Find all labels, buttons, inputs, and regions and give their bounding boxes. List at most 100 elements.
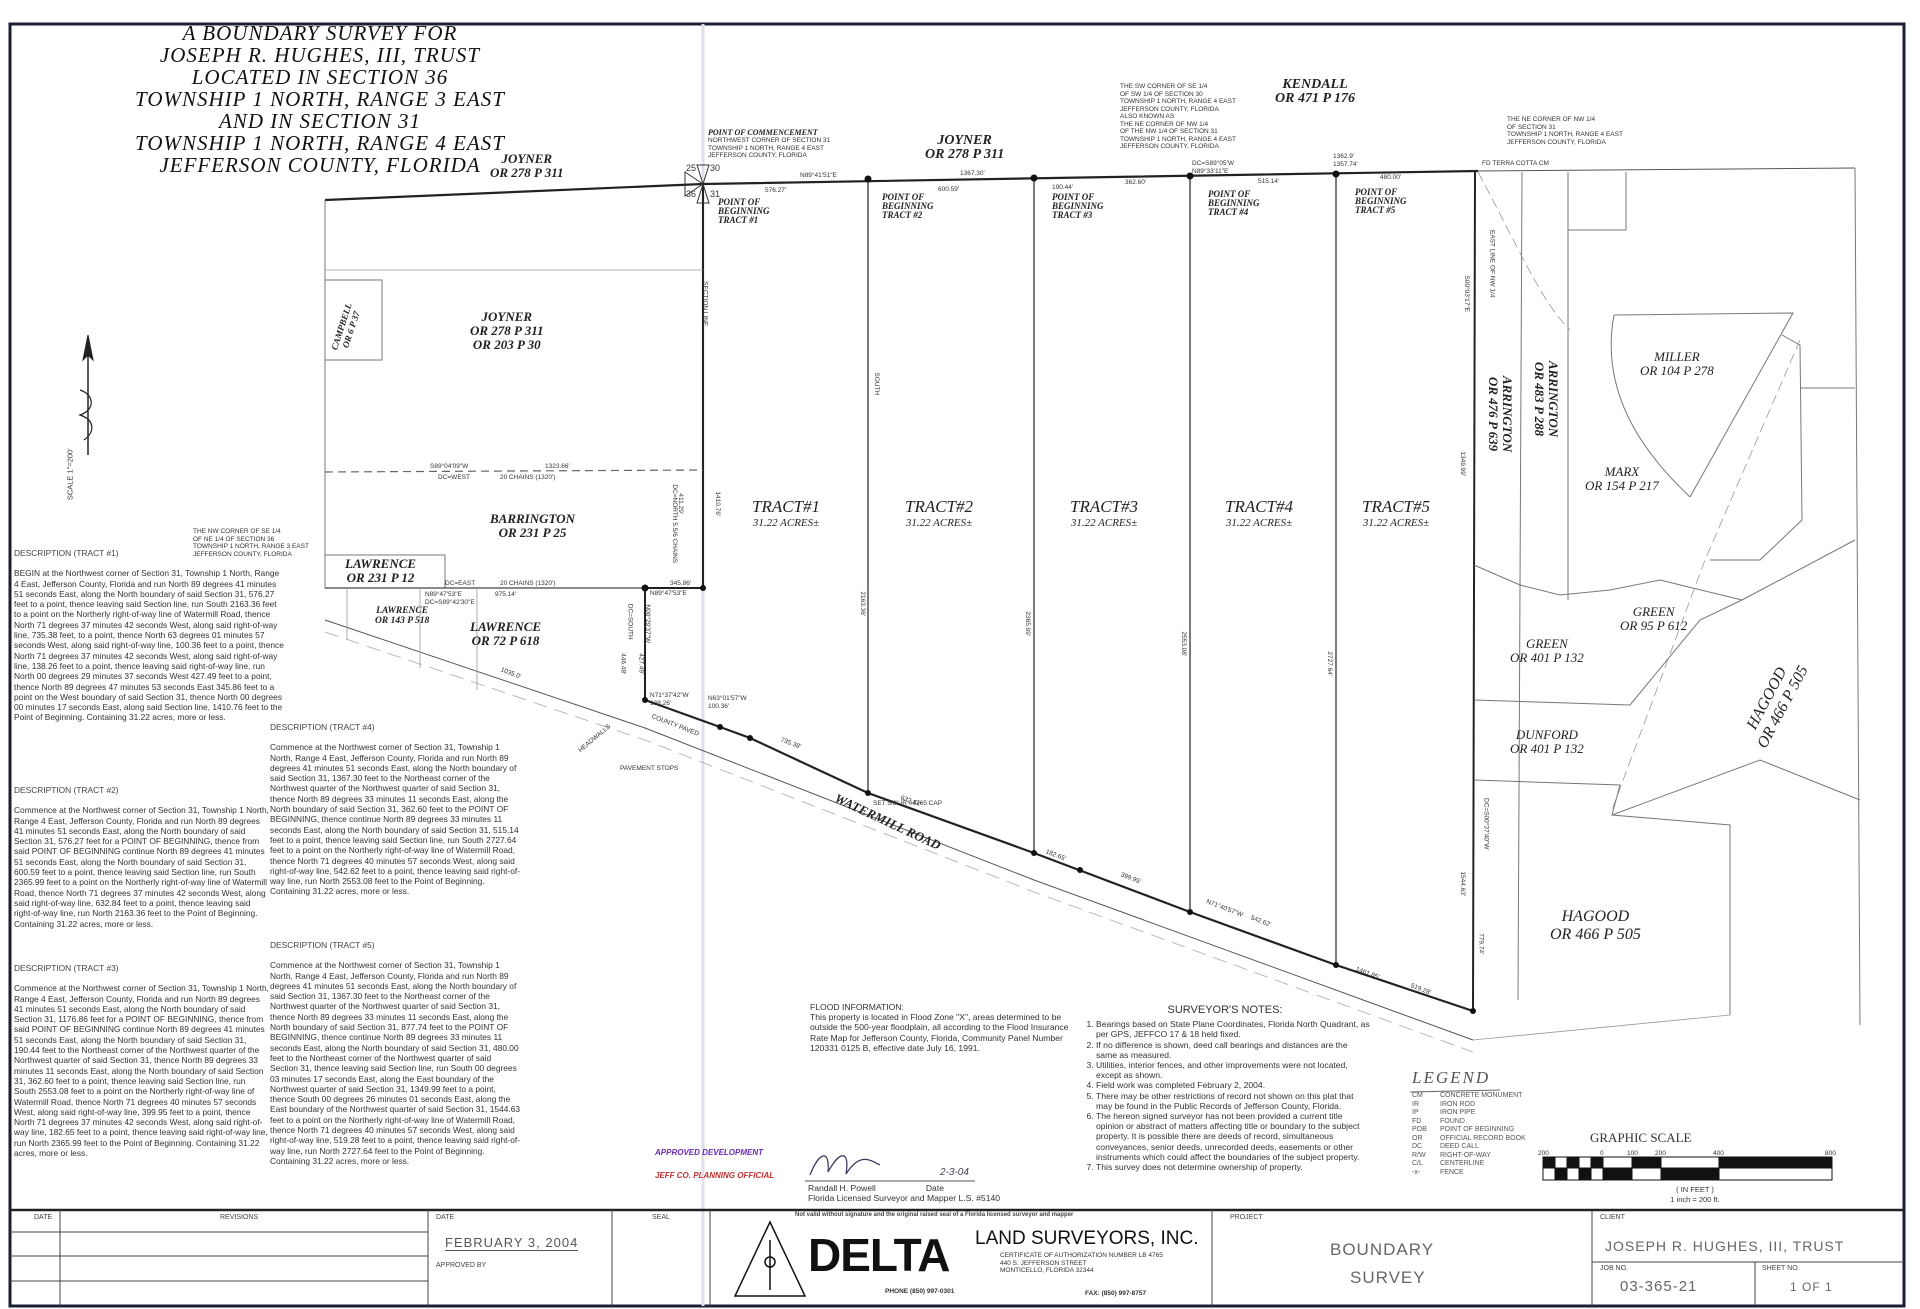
delta-logo-icon: [733, 1220, 807, 1297]
distance-label: 362.60': [1125, 179, 1147, 186]
parcel-line: [1472, 1014, 1731, 1041]
legend-underline: [1409, 1089, 1501, 1093]
legend-abbr: -x-: [1412, 1168, 1421, 1176]
legend-abbr: IR: [1412, 1100, 1419, 1108]
owner-name: HAGOOD: [1561, 908, 1630, 925]
owner-name: DUNFORD: [1515, 727, 1578, 742]
legend-abbr: R/W: [1412, 1151, 1426, 1159]
legend-abbr: DC: [1412, 1143, 1423, 1150]
bearing-label: DC=S89°05'W: [1192, 160, 1234, 167]
client-label: CLIENT: [1600, 1214, 1625, 1221]
distance-label: 138.26': [650, 699, 672, 707]
owner-ref: OR 278 P 311: [470, 323, 544, 338]
legend-meaning: FENCE: [1440, 1168, 1464, 1176]
owner-name: JOYNER: [501, 151, 553, 166]
parcel-line: [1710, 334, 1803, 561]
description-text: Commence at the Northwest corner of Sect…: [14, 805, 269, 929]
description-text: Commence at the Northwest corner of Sect…: [270, 742, 520, 897]
company-address: CERTIFICATE OF AUTHORIZATION NUMBER LB 4…: [1000, 1252, 1163, 1275]
owner-ref: OR 466 P 505: [1550, 926, 1641, 943]
callout-line: OF NE 1/4 OF SECTION 36: [193, 535, 275, 543]
owner-name: KENDALL: [1282, 77, 1348, 92]
distance-label: 2553.08': [1180, 631, 1188, 657]
owner-name: ARRINGTON: [1500, 375, 1516, 453]
deed-call-label: DC=EAST: [445, 580, 476, 587]
description-text: Commence at the Northwest corner of Sect…: [270, 960, 521, 1166]
legend-abbr: FD: [1412, 1117, 1422, 1125]
description-heading: DESCRIPTION (TRACT #2): [14, 785, 119, 795]
legend-meaning: CONCRETE MONUMENT: [1440, 1092, 1523, 1099]
deed-call-label: DC=WEST: [438, 474, 470, 481]
section-corner-symbol: [684, 164, 710, 204]
legend-meaning: IRON ROD: [1440, 1100, 1475, 1108]
callout-line: THE NW CORNER OF SE 1/4: [193, 528, 281, 535]
road-row-north-line: [644, 698, 1474, 1013]
project-name-line: SURVEY: [1350, 1268, 1426, 1287]
survey-title: A BOUNDARY SURVEY FOR JOSEPH R. HUGHES, …: [40, 22, 600, 176]
distance-label: 1357.74': [1333, 160, 1358, 168]
dirt-road: [1477, 171, 1571, 331]
pob-line: BEGINNING: [1052, 201, 1104, 211]
note-item: Utilities, interior fences, and other im…: [1096, 1060, 1370, 1080]
bearing-label: N89°41'51"E: [800, 172, 837, 179]
title-line: TOWNSHIP 1 NORTH, RANGE 3 EAST: [135, 87, 505, 111]
flood-heading: FLOOD INFORMATION:: [810, 1002, 904, 1012]
map-scale-label: SCALE 1"=200': [65, 448, 75, 501]
legend-abbr: IP: [1412, 1109, 1419, 1116]
scale-tick-label: 100: [1627, 1150, 1638, 1157]
job-number: 03-365-21: [1620, 1278, 1698, 1295]
scale-tick-label: 400: [1713, 1150, 1724, 1157]
section-number: 30: [710, 163, 721, 173]
deed-call-label: DC=SOUTH: [626, 603, 634, 640]
description-text: Commence at the Northwest corner of Sect…: [14, 983, 269, 1159]
company-phone: PHONE (850) 997-0301: [885, 1288, 955, 1295]
project-name-line: BOUNDARY: [1330, 1240, 1435, 1259]
owner-ref: OR 401 P 132: [1510, 650, 1584, 665]
stamp-line: APPROVED DEVELOPMENT: [655, 1148, 764, 1157]
owner-ref: OR 278 P 311: [490, 165, 564, 180]
bearing-label: N89°33'11"E: [1192, 167, 1229, 175]
sheet-number: 1 OF 1: [1790, 1280, 1833, 1294]
distance-label: 1410.76': [714, 491, 722, 517]
section-line-label: SECTION LINE: [701, 281, 709, 327]
company-fax: FAX: (850) 997-8757: [1085, 1290, 1147, 1297]
signature-date: 2-3-04: [940, 1167, 969, 1178]
address-line: MONTICELLO, FLORIDA 32344: [1000, 1267, 1094, 1274]
north-line-east: [1477, 167, 1856, 172]
callout-line: JEFFERSON COUNTY, FLORIDA: [1507, 138, 1606, 146]
pob-line: POINT OF: [882, 192, 925, 202]
parcel-line: [1610, 314, 1691, 498]
owner-ref: OR 471 P 176: [1275, 91, 1355, 106]
note-item: Bearings based on State Plane Coordinate…: [1096, 1019, 1370, 1039]
owner-name: BARRINGTON: [490, 511, 576, 526]
distance-label: 446.48': [619, 653, 627, 675]
description-heading: DESCRIPTION (TRACT #1): [14, 548, 119, 558]
distance-label: 427.49': [637, 653, 645, 675]
point-of-commencement-label: POINT OF COMMENCEMENT: [708, 128, 818, 137]
callout-line: ALSO KNOWN AS: [1120, 113, 1175, 120]
title-block-dividers: [10, 1210, 1904, 1306]
east-line-nw-quarter: [1472, 170, 1476, 1012]
legend-abbr: C/L: [1412, 1160, 1423, 1167]
note-item: If no difference is shown, deed call bea…: [1096, 1040, 1370, 1060]
callout-line: TOWNSHIP 1 NORTH, RANGE 4 EAST: [1120, 98, 1236, 105]
stamp-line: JEFF CO. PLANNING OFFICIAL: [655, 1171, 775, 1180]
owner-ref: OR 476 P 639: [1486, 376, 1502, 452]
tract-acres: 31.22 ACRES±: [905, 517, 973, 529]
scale-tick-label: 800: [1825, 1150, 1836, 1157]
road-row-south-line: [324, 619, 1474, 1041]
callout-line: JEFFERSON COUNTY, FLORIDA: [708, 152, 807, 159]
owner-ref: OR 154 P 217: [1585, 478, 1659, 493]
distance-label: 1544.63': [1459, 871, 1467, 897]
description-heading: DESCRIPTION (TRACT #4): [270, 722, 375, 732]
bearing-label: N89°47'53"E: [425, 591, 462, 598]
parcel-line: [1473, 564, 1743, 601]
